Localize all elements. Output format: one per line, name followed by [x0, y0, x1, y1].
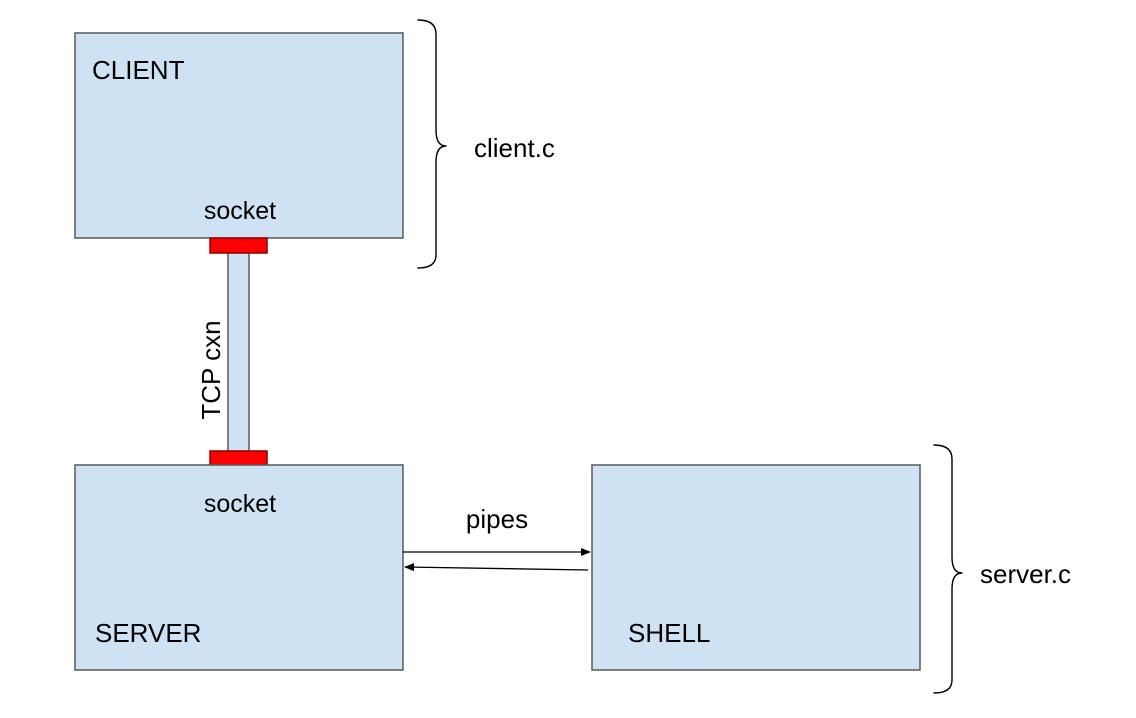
server-box: socket SERVER	[74, 464, 404, 671]
shell-label: SHELL	[628, 618, 710, 648]
client-label: CLIENT	[92, 55, 185, 85]
client-socket-port	[209, 237, 268, 254]
server-label: SERVER	[95, 618, 201, 648]
server-brace	[933, 444, 963, 694]
client-brace	[417, 19, 447, 269]
server-socket-port	[209, 450, 268, 467]
server-socket-label: socket	[204, 490, 276, 518]
shell-box: SHELL	[591, 464, 921, 671]
server-file-label: server.c	[980, 559, 1071, 589]
pipe-arrow-to-server	[404, 563, 589, 572]
pipes-label: pipes	[466, 504, 528, 534]
tcp-connection-label: TCP cxn	[196, 320, 226, 419]
client-socket-label: socket	[204, 197, 276, 225]
client-file-label: client.c	[474, 133, 555, 163]
tcp-connection-bar	[227, 251, 250, 453]
client-box: CLIENT socket	[74, 32, 404, 239]
